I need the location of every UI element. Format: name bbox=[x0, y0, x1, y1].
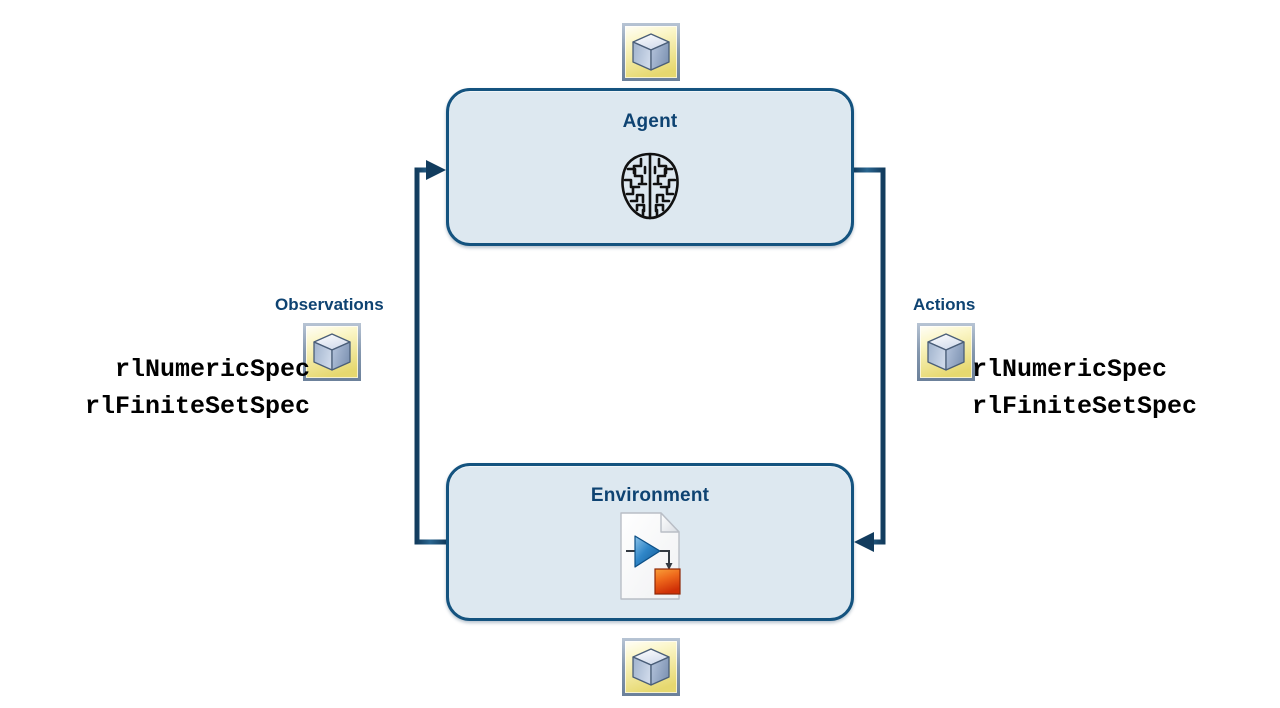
actions-label: Actions bbox=[913, 295, 976, 314]
action-spec-finiteset: rlFiniteSetSpec bbox=[972, 392, 1198, 421]
object-cube-icon bbox=[303, 323, 361, 381]
object-cube-icon bbox=[622, 638, 680, 696]
observation-spec-list: rlNumericSpec rlFiniteSetSpec bbox=[0, 351, 310, 425]
environment-title: Environment bbox=[590, 485, 710, 506]
simulink-model-file-icon bbox=[620, 512, 681, 600]
actions-wire bbox=[854, 167, 886, 552]
environment-box[interactable]: Environment bbox=[446, 463, 854, 621]
object-cube-icon bbox=[917, 323, 975, 381]
agent-box[interactable]: Agent bbox=[446, 88, 854, 246]
agent-icon-container bbox=[449, 149, 851, 223]
observations-wire bbox=[414, 160, 446, 545]
brain-icon bbox=[621, 152, 679, 220]
environment-icon-container bbox=[449, 511, 851, 601]
action-spec-numeric: rlNumericSpec bbox=[972, 355, 1168, 384]
agent-title: Agent bbox=[622, 111, 678, 132]
observation-spec-numeric: rlNumericSpec bbox=[114, 355, 310, 384]
observations-label: Observations bbox=[275, 295, 384, 314]
observation-spec-finiteset: rlFiniteSetSpec bbox=[84, 392, 310, 421]
action-spec-list: rlNumericSpec rlFiniteSetSpec bbox=[972, 351, 1280, 425]
object-cube-icon bbox=[622, 23, 680, 81]
